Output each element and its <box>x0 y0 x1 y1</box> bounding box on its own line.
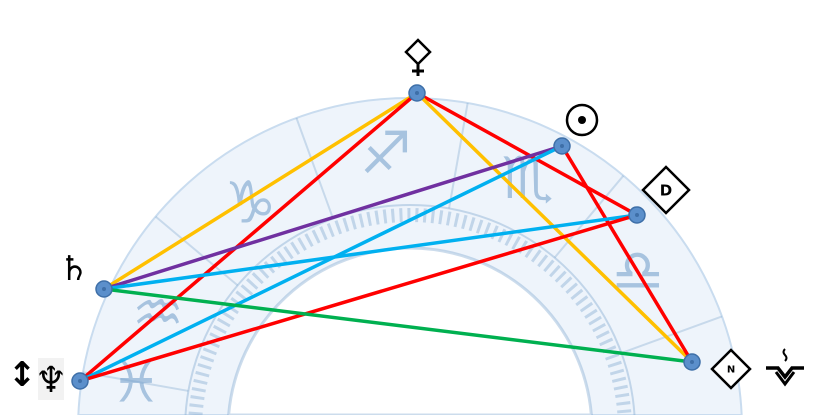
aspect-line-venus-d <box>415 91 639 217</box>
wheel-divider <box>295 117 334 219</box>
wheel-inner-ring <box>227 246 593 415</box>
zodiac-wheel: ♒♑♐♏♎♓ <box>77 97 743 415</box>
aspect-line-sun-neptune <box>78 144 564 383</box>
point-center <box>102 287 106 291</box>
point-center <box>415 91 419 95</box>
planet-points <box>71 84 701 390</box>
svg-text:N: N <box>727 365 735 376</box>
aspect-line-d-neptune <box>78 213 639 383</box>
point-center <box>635 213 639 217</box>
point-center <box>78 379 82 383</box>
neptune-symbol-icon: ♆ <box>35 360 67 401</box>
south-node-symbol-icon <box>766 348 804 387</box>
venus-symbol-icon <box>404 38 432 76</box>
aspect-line-venus-neptune <box>78 91 419 383</box>
aspect-line-saturn-node <box>102 287 694 364</box>
wheel-divider <box>553 175 625 259</box>
aspect-line-d-saturn <box>102 213 639 291</box>
node-point-label: N <box>710 348 752 390</box>
zodiac-sign-glyph: ♐ <box>360 119 412 187</box>
zodiac-sign-glyph: ♑ <box>225 168 277 236</box>
aspect-line-sun-node <box>560 144 694 364</box>
double-arrow-icon: ↕ <box>8 355 37 395</box>
neptune-label-bg <box>38 358 64 400</box>
aspect-line-venus-saturn <box>102 91 419 291</box>
planet-labels: D N ♄ ♆↕ <box>8 38 804 401</box>
point-center <box>560 144 564 148</box>
wheel-tick-ring <box>188 208 632 415</box>
svg-text:D: D <box>660 181 672 199</box>
point-center <box>690 360 694 364</box>
wheel-divider <box>621 315 723 354</box>
aspect-lines <box>78 91 694 383</box>
saturn-symbol-icon: ♄ <box>59 249 89 289</box>
aspect-line-sun-saturn <box>102 144 564 291</box>
sun-symbol-icon <box>565 103 599 137</box>
d-point-label: D <box>641 165 691 215</box>
